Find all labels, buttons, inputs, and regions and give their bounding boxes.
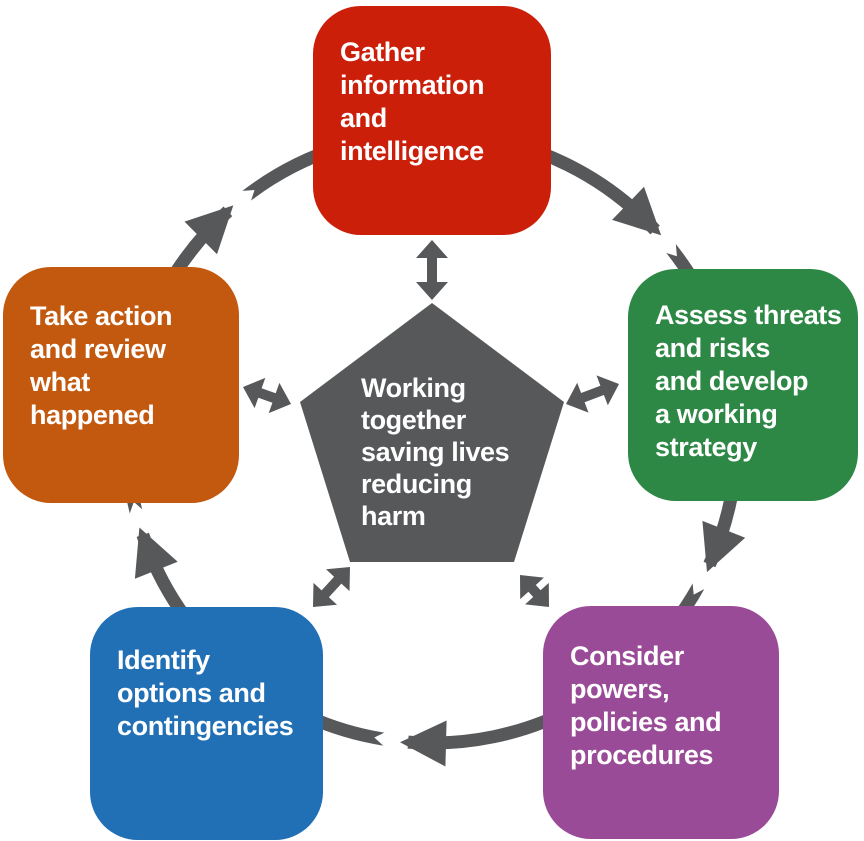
node-gather-information-label: Gather information and intelligence [340,37,485,166]
cycle-arrowhead [612,186,662,236]
center-pentagon [300,303,564,562]
cycle-arrowhead [134,527,178,579]
arc-tail-notch [229,190,255,214]
cycle-arrowhead [702,520,746,573]
node-identify-options-label: Identify options and contingencies [117,645,294,741]
cycle-arrowhead [400,720,447,767]
node-take-action-label: Take action and review what happened [30,301,173,430]
node-assess-threats-label: Assess threats and risks and develop a w… [655,300,842,462]
double-headed-arrow [520,575,549,607]
node-gather-information: Gather information and intelligence [313,6,551,235]
double-headed-arrow [416,240,448,300]
arc-tail-notch [691,570,717,595]
node-assess-threats: Assess threats and risks and develop a w… [628,269,858,501]
arc-tail-notch [374,726,397,755]
arc-tail-notch [653,230,677,257]
node-take-action: Take action and review what happened [3,267,239,503]
center-pentagon-label: Working together saving lives reducing h… [361,373,510,531]
arc-tail-notch [125,501,153,526]
node-identify-options: Identify options and contingencies [90,607,323,840]
double-headed-arrow [243,377,291,414]
node-consider-powers-label: Consider powers, policies and procedures [570,641,722,770]
node-consider-powers: Consider powers, policies and procedures [543,606,779,839]
double-headed-arrow [313,567,350,607]
cycle-arrowhead [184,205,234,255]
double-headed-arrow [566,375,619,413]
